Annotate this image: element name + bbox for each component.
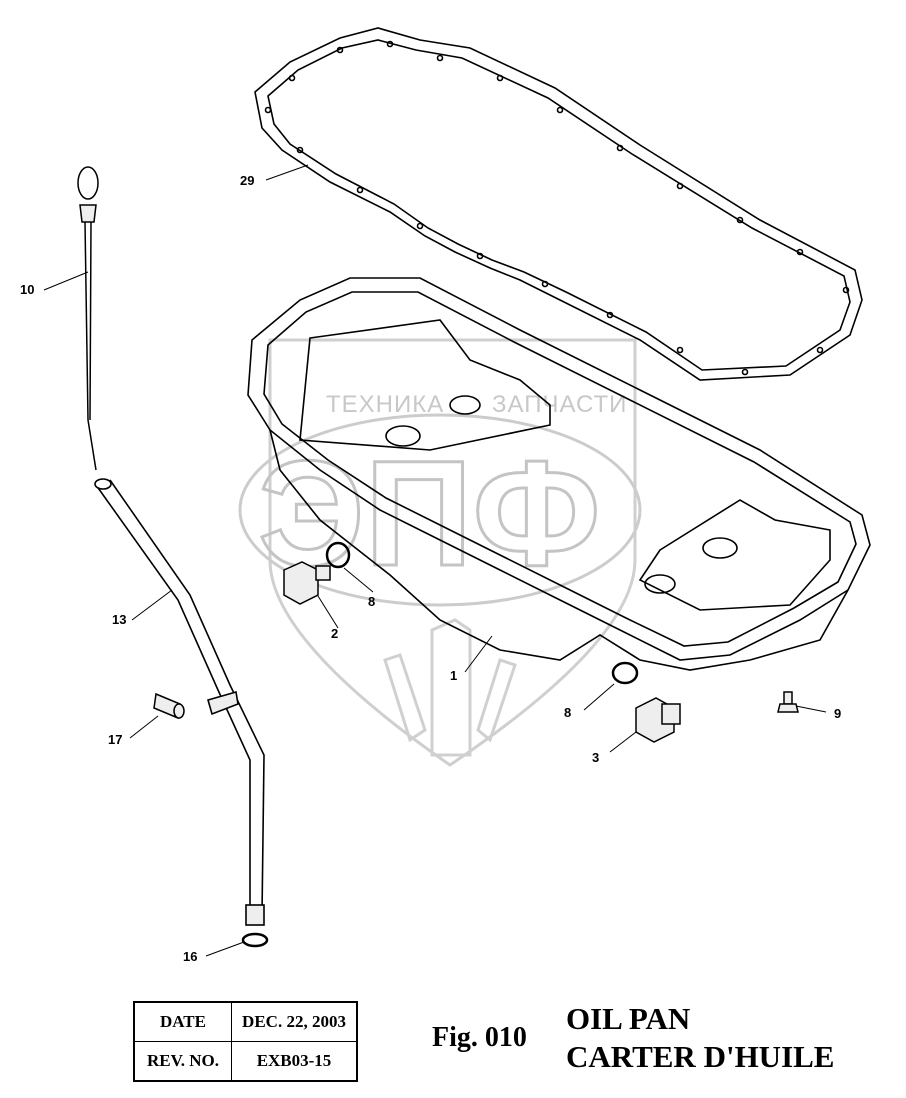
callout-29: 29 bbox=[240, 173, 254, 188]
oil-pan-drain-hole-2 bbox=[449, 395, 481, 415]
dipstick bbox=[77, 166, 99, 471]
oil-pan-drain-hole-4 bbox=[644, 574, 676, 594]
oil-pan-flange-inner bbox=[263, 291, 857, 647]
revision-label: REV. NO. bbox=[133, 1041, 232, 1082]
oil-pan-flange-outer bbox=[247, 277, 871, 661]
oil-pan-drain-hole-3 bbox=[702, 537, 738, 559]
watermark-ring bbox=[238, 413, 642, 607]
callout-2: 2 bbox=[331, 626, 338, 641]
oil-pan-baffle-left bbox=[299, 319, 551, 451]
leader-lines bbox=[43, 164, 827, 957]
date-label: DATE bbox=[133, 1001, 232, 1042]
oil-pan-baffle-right bbox=[638, 499, 831, 611]
seal-ring-8b bbox=[611, 661, 639, 685]
seal-ring-8a bbox=[325, 541, 351, 569]
watermark-top-text: ТЕХНИКА bbox=[326, 391, 444, 418]
bolt-9 bbox=[777, 691, 799, 713]
tube-clip bbox=[207, 690, 239, 716]
oil-pan-gasket bbox=[254, 27, 863, 381]
oil-pan-drain-hole-1 bbox=[385, 425, 421, 447]
drain-plug-2 bbox=[283, 561, 331, 605]
watermark-top-text-right: ЗАПЧАСТИ bbox=[492, 391, 627, 418]
drain-plug-3 bbox=[635, 697, 681, 743]
seal-ring-16 bbox=[241, 932, 269, 948]
callout-1: 1 bbox=[450, 668, 457, 683]
callout-17: 17 bbox=[108, 732, 122, 747]
revision-row: REV. NO. EXB03-15 bbox=[133, 1041, 358, 1082]
figure-title-french: CARTER D'HUILE bbox=[566, 1039, 835, 1074]
dipstick-tube bbox=[94, 478, 265, 926]
revision-value: EXB03-15 bbox=[231, 1041, 358, 1082]
date-row: DATE DEC. 22, 2003 bbox=[133, 1001, 358, 1042]
sleeve-17 bbox=[153, 692, 185, 720]
callout-8a: 8 bbox=[368, 594, 375, 609]
revision-info-table: DATE DEC. 22, 2003 REV. NO. EXB03-15 bbox=[133, 1001, 358, 1082]
exploded-parts-diagram: ТЕХНИКА ЗАПЧАСТИ ЭПФ bbox=[20, 27, 871, 964]
callout-8b: 8 bbox=[564, 705, 571, 720]
callout-3: 3 bbox=[592, 750, 599, 765]
oil-pan-sump bbox=[269, 429, 849, 671]
callout-9: 9 bbox=[834, 706, 841, 721]
callout-10: 10 bbox=[20, 282, 34, 297]
watermark: ТЕХНИКА ЗАПЧАСТИ ЭПФ bbox=[238, 338, 642, 767]
figure-title-english: OIL PAN bbox=[566, 1001, 691, 1036]
callout-16: 16 bbox=[183, 949, 197, 964]
watermark-shield bbox=[268, 338, 637, 767]
gasket-bolt-holes bbox=[264, 40, 850, 376]
oil-pan bbox=[247, 277, 871, 671]
figure-number: Fig. 010 bbox=[432, 1022, 527, 1053]
date-value: DEC. 22, 2003 bbox=[231, 1001, 358, 1042]
watermark-bolts bbox=[383, 618, 517, 757]
callout-13: 13 bbox=[112, 612, 126, 627]
